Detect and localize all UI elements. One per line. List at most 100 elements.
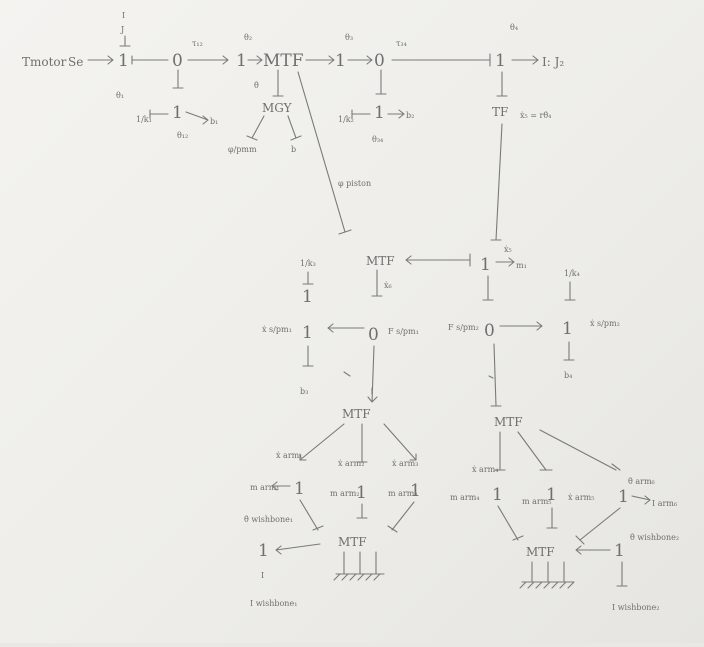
bond-1-to-0-mid [348, 56, 372, 64]
theta2-label: θ₂ [244, 33, 252, 42]
mtf-middle: MTF [366, 254, 395, 268]
k3-label: 1/k₃ [300, 259, 316, 268]
tf-equation: ẋ₅ = rθ̇₄ [520, 111, 551, 120]
bond-0-to-k3-junction [328, 324, 364, 332]
junction-0-left: 0 [172, 51, 183, 71]
junction-wishbone2: 1 [614, 541, 625, 561]
f-sprm2-label: F s/pm₂ [448, 323, 479, 332]
theta-wishbone1-label: θ̇ wishbone₁ [244, 515, 293, 524]
ground-hatch-right [520, 582, 574, 588]
bond-0-to-1 [188, 56, 228, 64]
junction-0-f: 0 [368, 325, 379, 345]
theta4-label: θ₄ [510, 23, 518, 32]
m1-label: m₁ [516, 261, 527, 270]
bond-to-b2 [388, 110, 404, 118]
bond-0-to-right-1 [392, 54, 490, 66]
x-sprm-label: ẋ s/pm₁ [262, 325, 292, 334]
bond-mtf6-to-wb2 [576, 546, 610, 554]
bond-to-b4 [564, 342, 574, 360]
k4-label: 1/k₄ [564, 269, 580, 278]
tau34-label: τ₃₄ [396, 39, 407, 48]
bond-mtf3-to-arm2 [357, 424, 367, 462]
i-arm6-label: I arm₆ [652, 499, 677, 508]
bond-arm6-to-mtf6 [576, 508, 620, 544]
b4-label: b₄ [564, 371, 572, 380]
phi-piston-label: φ piston [338, 179, 371, 188]
bond-to-b1 [186, 112, 208, 124]
bond-k4 [565, 282, 575, 300]
theta34-label: θ₃₄ [372, 135, 383, 144]
theta-arm6-label: θ̇ arm₆ [628, 477, 655, 486]
ground-hatch-left [334, 574, 380, 580]
mgy-phi-label: φ/pmm [228, 145, 257, 154]
junction-1-x-sprm: 1 [302, 323, 313, 343]
bond-mtf3-to-arm3 [384, 424, 416, 460]
bond-j-a1-to-m [272, 482, 290, 490]
stray-mark-1 [344, 372, 350, 376]
junction-arm1: 1 [294, 479, 305, 499]
x-arm3-label: ẋ arm₃ [392, 459, 418, 468]
bond-k1 [150, 110, 168, 118]
t-motor-label: Tmotor [22, 55, 67, 69]
junction-arm6: 1 [618, 487, 629, 507]
b3-label: b₃ [300, 387, 308, 396]
junction-1-before-mtf: 1 [236, 51, 247, 71]
i-wb1-label: I [261, 571, 264, 580]
bond-0-down-mid [376, 70, 386, 94]
i-wishbone2-label: I wishbone₂ [612, 603, 659, 612]
bond-k2 [352, 110, 370, 118]
tf-element: TF [492, 105, 508, 119]
junction-1-k3: 1 [302, 287, 313, 307]
x5-label: ẋ₅ [504, 245, 512, 254]
theta1-label: θ₁ [116, 91, 124, 100]
m-arm4-label: m arm₄ [450, 493, 480, 502]
bond-k3 [303, 272, 313, 284]
x-sprm2-label: ẋ s/pm₂ [590, 319, 620, 328]
inertia-j2-label: I: J₂ [542, 55, 564, 69]
bond-arm2-to-mtf4 [357, 504, 367, 518]
mtf-wishbone-left: MTF [338, 535, 367, 549]
bond-mtf5-to-arm6 [540, 430, 620, 470]
bond-0-to-k4-junction [500, 322, 542, 330]
tau12-label: τ₁₂ [192, 39, 203, 48]
theta12-label: θ₁₂ [177, 131, 188, 140]
source-se-label: Se [68, 55, 83, 69]
x-arm5-label: ẋ arm₅ [568, 493, 594, 502]
mgy-b-label: b [291, 145, 296, 154]
bond-se-to-j1 [88, 56, 113, 64]
junction-arm3: 1 [410, 481, 421, 501]
bond-arm5-to-mtf6 [547, 508, 557, 528]
junction-1-theta12: 1 [172, 103, 183, 123]
mtf-top: MTF [263, 51, 304, 71]
junction-1-right-middle: 1 [562, 319, 573, 339]
bond-center-to-mtf2 [406, 254, 470, 266]
bond-to-b3 [303, 346, 313, 366]
theta3-label: θ₃ [345, 33, 353, 42]
junction-1-after-mtf: 1 [335, 51, 346, 71]
junction-arm2: 1 [356, 483, 367, 503]
bond-0-down [173, 70, 183, 88]
bond-mtf2-down [372, 270, 382, 296]
bond-mtf-to-mgy [273, 70, 283, 96]
bond-0-to-mtf5 [491, 344, 501, 406]
junction-wishbone1: 1 [258, 541, 269, 561]
bond-j1-to-inertia [120, 36, 130, 46]
m-arm1-label: m arm₁ [250, 483, 280, 492]
bond-mtf5-to-arm5 [518, 432, 552, 470]
mtf-bottom-right: MTF [494, 415, 523, 429]
bond-1-to-mtf [248, 56, 262, 64]
bond-mtf-to-1 [306, 56, 334, 64]
theta-wishbone2-label: θ̇ wishbone₂ [630, 533, 679, 542]
bond-j1-to-0 [132, 56, 168, 64]
junction-1-center: 1 [480, 255, 491, 275]
mtf-bottom-left: MTF [342, 407, 371, 421]
bond-mtf3-to-arm1 [300, 424, 344, 460]
bond-1-to-tf [497, 72, 507, 96]
bonds-mgy-out [247, 116, 301, 140]
junction-arm4: 1 [492, 485, 503, 505]
x6-label: ẋ₆ [384, 281, 392, 290]
x-arm1-label: ẋ arm₁ [276, 451, 302, 460]
junction-0-right: 0 [484, 321, 495, 341]
